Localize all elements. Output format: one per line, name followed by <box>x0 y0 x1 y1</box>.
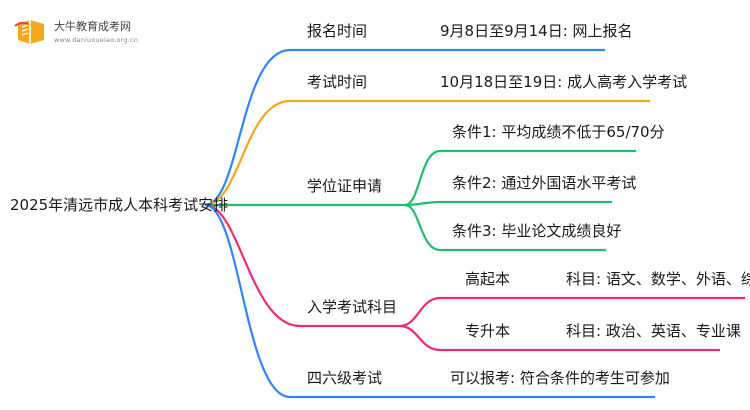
degree-condition-3: 条件3: 毕业论文成绩良好 <box>452 222 622 240</box>
connector-registration <box>204 48 605 207</box>
connector-condition-1 <box>404 149 636 207</box>
registration-label: 报名时间 <box>307 22 368 40</box>
cet-label: 四六级考试 <box>307 369 383 387</box>
logo: 大牛教育成考网 www.daniuxueiao.org.cn <box>14 16 164 50</box>
subjects-detail-zhuanshengben: 科目: 政治、英语、专业课 <box>566 322 741 340</box>
book-icon <box>14 20 44 44</box>
subjects-level-zhuanshengben: 专升本 <box>465 322 511 340</box>
connector-subjects <box>204 203 400 328</box>
degree-condition-2: 条件2: 通过外国语水平考试 <box>452 174 637 192</box>
connector-gaoqiben <box>399 296 745 328</box>
registration-detail: 9月8日至9月14日: 网上报名 <box>440 22 633 40</box>
subjects-level-gaoqiben: 高起本 <box>465 270 511 288</box>
degree-label: 学位证申请 <box>307 177 383 195</box>
exam-time-detail: 10月18日至19日: 成人高考入学考试 <box>440 73 688 91</box>
subjects-label: 入学考试科目 <box>307 298 398 316</box>
logo-title: 大牛教育成考网 <box>54 20 131 33</box>
connector-zhuanshengben <box>399 324 720 352</box>
connector-condition-3 <box>404 203 606 252</box>
degree-condition-1: 条件1: 平均成绩不低于65/70分 <box>452 123 665 141</box>
connector-cet <box>204 203 655 399</box>
connector-condition-2 <box>404 200 612 207</box>
cet-detail: 可以报考: 符合条件的考生可参加 <box>450 369 670 387</box>
root-node: 2025年清远市成人本科考试安排 <box>10 196 229 214</box>
exam-time-label: 考试时间 <box>307 73 368 91</box>
connector-exam-time <box>204 99 650 207</box>
subjects-detail-gaoqiben: 科目: 语文、数学、外语、综合 <box>566 270 750 288</box>
logo-url: www.daniuxueiao.org.cn <box>54 36 139 44</box>
